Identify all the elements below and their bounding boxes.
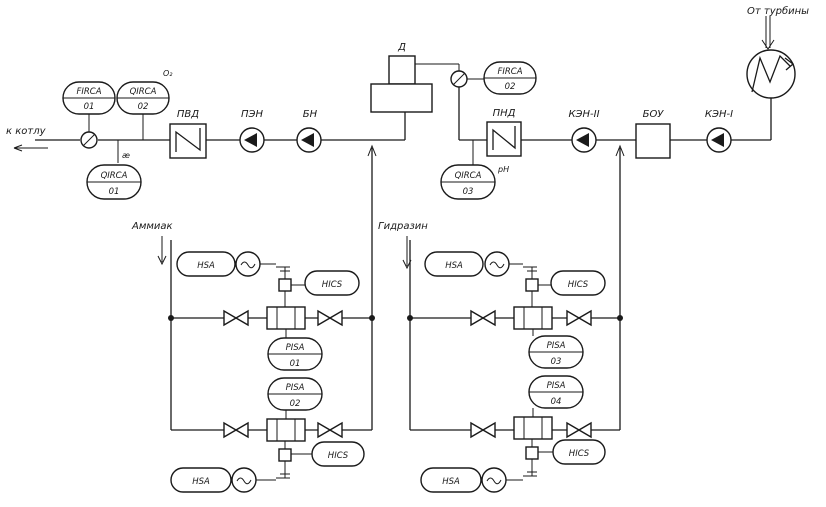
instrument-hsa-br-tag: HSA	[442, 477, 460, 487]
instrument-firca-02-num: 02	[505, 82, 516, 92]
motor-icon	[231, 467, 257, 493]
instrument-qirca-03: QIRCA 03	[440, 164, 496, 200]
from-turbine-arrow	[761, 16, 775, 50]
instrument-qirca-03-num: 03	[463, 187, 474, 197]
instrument-hsa-tl: HSA	[176, 251, 236, 277]
from-turbine-label: От турбины	[747, 5, 809, 17]
manual-valve-icon	[317, 421, 343, 439]
instrument-firca-01: FIRCA 01	[62, 81, 116, 115]
hp-heater	[169, 123, 207, 159]
instrument-hsa-tr-tag: HSA	[445, 261, 463, 271]
condensate-line	[458, 87, 772, 141]
instrument-pisa-04: PISA 04	[528, 375, 584, 409]
manual-valve-icon	[566, 421, 592, 439]
instrument-qirca-01: QIRCA 01	[86, 164, 142, 200]
manual-valve-icon	[223, 421, 249, 439]
flow-sensor-2-icon	[450, 70, 468, 88]
manual-valve-icon	[317, 309, 343, 327]
manual-valve-icon	[470, 309, 496, 327]
instrument-qirca-02-num: 02	[138, 102, 149, 112]
instrument-hics-br-tag: HICS	[569, 449, 590, 459]
instrument-hics-bl-tag: HICS	[328, 451, 349, 461]
instrument-pisa-04-num: 04	[551, 397, 562, 407]
conductivity-marker: æ	[122, 151, 130, 160]
manual-valve-icon	[566, 309, 592, 327]
feed-pump-icon	[239, 127, 265, 153]
instrument-firca-02: FIRCA 02	[483, 61, 537, 95]
instrument-hics-tr: HICS	[550, 270, 606, 296]
instrument-pisa-01: PISA 01	[267, 337, 323, 371]
manual-valve-icon	[223, 309, 249, 327]
condensate-pump-2-icon	[571, 127, 597, 153]
instrument-qirca-03-tag: QIRCA	[455, 171, 482, 181]
instrument-pisa-04-tag: PISA	[547, 381, 566, 391]
oxygen-marker: O₂	[163, 69, 173, 78]
instrument-hsa-tr: HSA	[424, 251, 484, 277]
dosing-pump-3-icon	[513, 266, 553, 330]
instrument-hsa-br: HSA	[420, 467, 482, 493]
hydrazine-label: Гидразин	[378, 221, 428, 232]
instrument-hsa-tl-tag: HSA	[197, 261, 215, 271]
instrument-qirca-01-num: 01	[109, 187, 120, 197]
motor-icon	[484, 251, 510, 277]
instrument-pisa-02-num: 02	[290, 399, 301, 409]
instrument-qirca-02-tag: QIRCA	[130, 87, 157, 97]
dosing-pump-4-icon	[513, 416, 553, 477]
deaerator	[370, 55, 460, 113]
motor-icon	[481, 467, 507, 493]
instrument-hics-tl: HICS	[304, 270, 360, 296]
condensate-polishing-label: БОУ	[643, 109, 665, 120]
instrument-hics-tl-tag: HICS	[322, 280, 343, 290]
instrument-qirca-01-tag: QIRCA	[101, 171, 128, 181]
instrument-hics-tr-tag: HICS	[568, 280, 589, 290]
lp-heater-label: ПНД	[493, 108, 516, 119]
instrument-hics-br: HICS	[552, 439, 606, 465]
manual-valve-icon	[470, 421, 496, 439]
hp-heater-label: ПВД	[177, 109, 199, 120]
dosing-pump-1-icon	[266, 266, 306, 330]
to-boiler-arrow	[13, 144, 48, 152]
motor-icon	[235, 251, 261, 277]
flow-sensor-icon	[80, 131, 98, 149]
condenser-icon	[746, 49, 796, 99]
instrument-pisa-03-tag: PISA	[547, 341, 566, 351]
feed-pump-label: ПЭН	[241, 109, 264, 120]
instrument-pisa-03: PISA 03	[528, 335, 584, 369]
booster-pump-icon	[296, 127, 322, 153]
condensate-pump-1-icon	[706, 127, 732, 153]
instrument-firca-02-tag: FIRCA	[497, 67, 522, 77]
main-feedwater-line	[35, 112, 406, 141]
instrument-hsa-bl-tag: HSA	[192, 477, 210, 487]
instrument-hics-bl: HICS	[311, 441, 365, 467]
ammonia-label: Аммиак	[131, 221, 173, 232]
instrument-pisa-01-num: 01	[290, 359, 301, 369]
condensate-polishing-unit	[635, 123, 671, 159]
lp-heater	[486, 121, 522, 157]
condensate-pump-1-label: КЭН-I	[705, 109, 733, 120]
deaerator-label: Д	[397, 42, 406, 53]
dosing-pump-2-icon	[266, 418, 306, 479]
to-boiler-label: к котлу	[6, 126, 47, 137]
instrument-hsa-bl: HSA	[170, 467, 232, 493]
instrument-qirca-02: QIRCA 02	[116, 81, 170, 115]
booster-pump-label: БН	[303, 109, 318, 120]
instrument-firca-01-num: 01	[84, 102, 95, 112]
instrument-pisa-01-tag: PISA	[286, 343, 305, 353]
instrument-pisa-02-tag: PISA	[286, 383, 305, 393]
instrument-pisa-02: PISA 02	[267, 377, 323, 411]
instrument-pisa-03-num: 03	[551, 357, 562, 367]
instrument-firca-01-tag: FIRCA	[76, 87, 101, 97]
ph-marker: pH	[497, 165, 509, 174]
condensate-pump-2-label: КЭН-II	[568, 109, 599, 120]
